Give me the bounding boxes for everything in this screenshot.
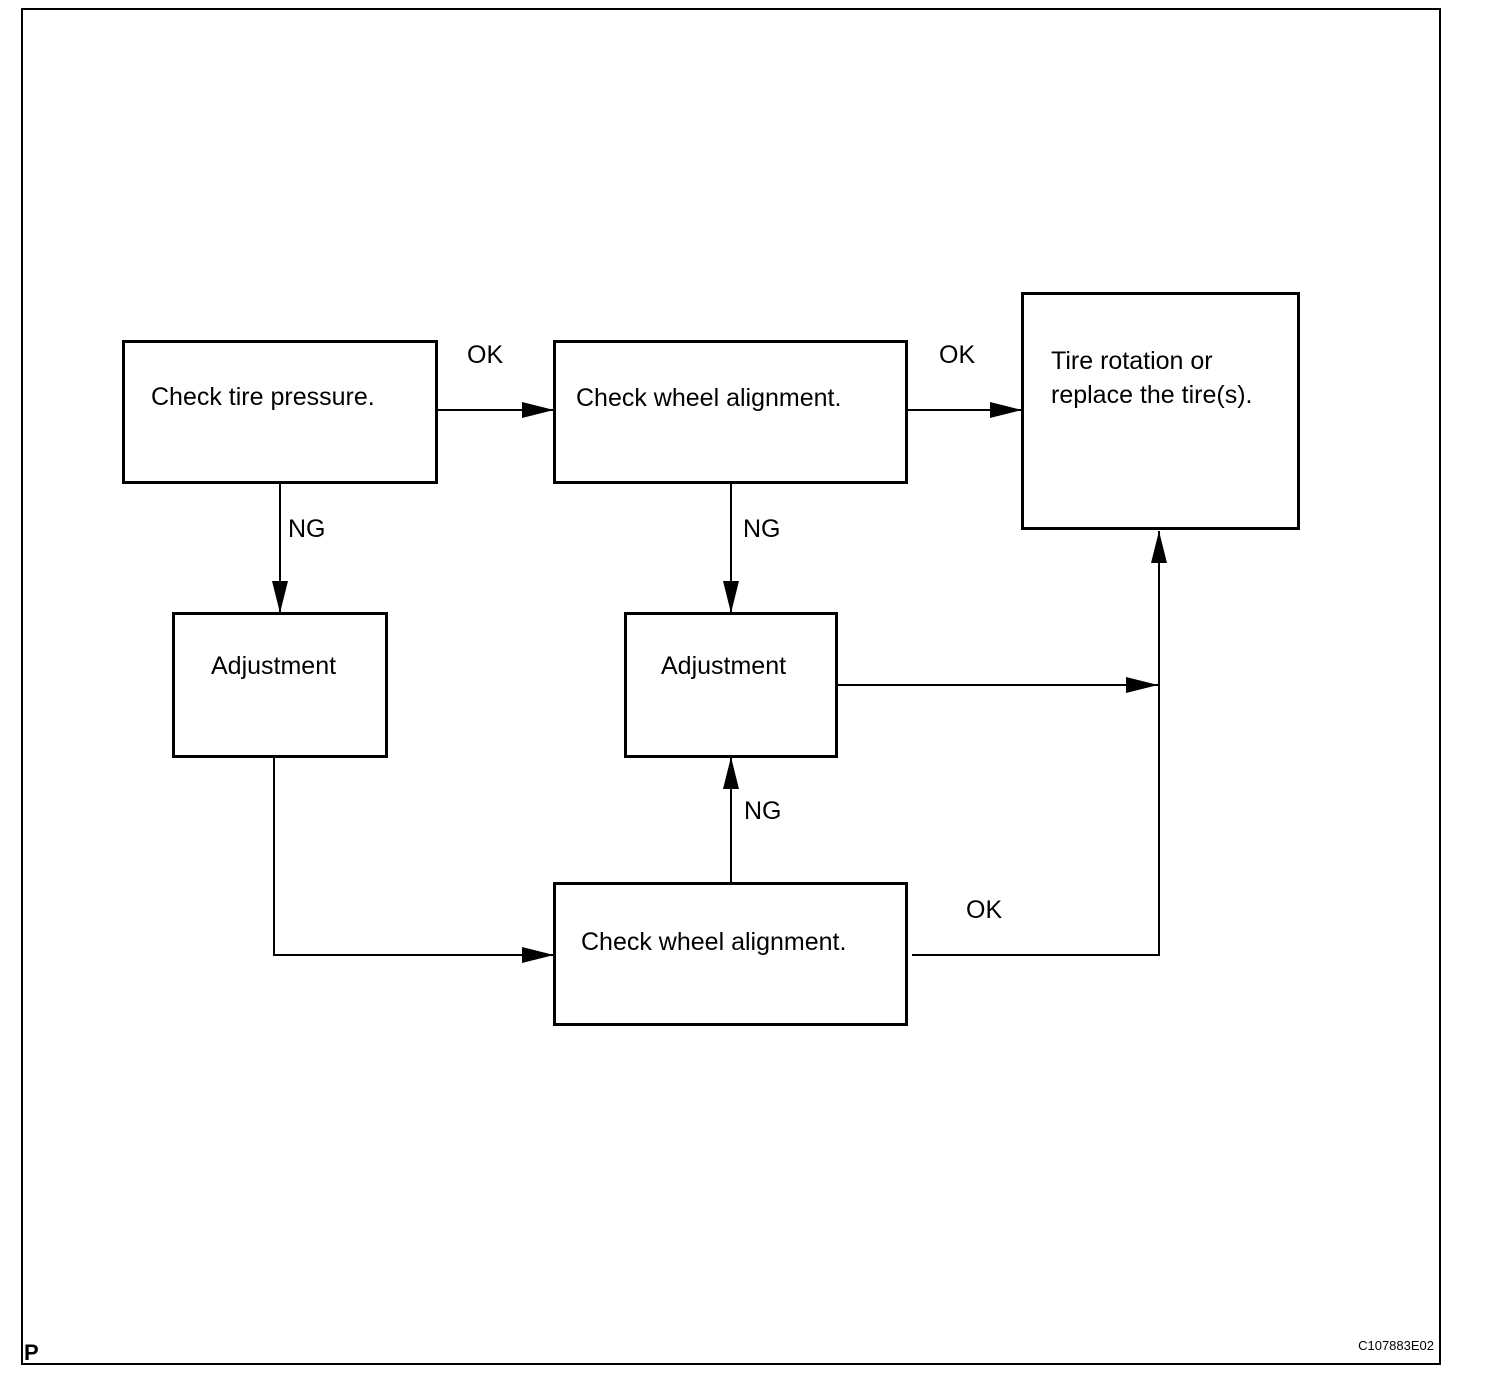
figure-frame: [21, 8, 1441, 1365]
adjustment-text-left: Adjustment: [211, 652, 337, 680]
check-wheel-alignment-text: Check wheel alignment.: [576, 384, 842, 412]
ng-label-recheck: NG: [744, 797, 782, 825]
adjustment-text-center: Adjustment: [661, 652, 787, 680]
tire-rotation-text: Tire rotation or replace the tire(s).: [1051, 347, 1253, 409]
ok-label-recheck: OK: [966, 896, 1003, 924]
recheck-wheel-alignment-text: Check wheel alignment.: [581, 928, 847, 956]
recheck-wheel-alignment-box: [553, 882, 908, 1026]
ok-label-alignment: OK: [939, 341, 976, 369]
corner-letter: P: [24, 1340, 39, 1365]
edge-adjustment-to-recheck: [273, 758, 554, 963]
ok-label-pressure: OK: [467, 341, 504, 369]
check-tire-pressure-box: [122, 340, 438, 484]
ng-label-alignment: NG: [743, 515, 781, 543]
figure-code: C107883E02: [1358, 1338, 1434, 1353]
ng-label-pressure: NG: [288, 515, 326, 543]
adjustment-box-center: [624, 612, 838, 758]
check-wheel-alignment-box: [553, 340, 908, 484]
tire-rotation-box: [1021, 292, 1300, 530]
adjustment-box-left: [172, 612, 388, 758]
edge-recheck-to-tire-rotation: [912, 531, 1167, 956]
check-tire-pressure-text: Check tire pressure.: [151, 383, 375, 411]
